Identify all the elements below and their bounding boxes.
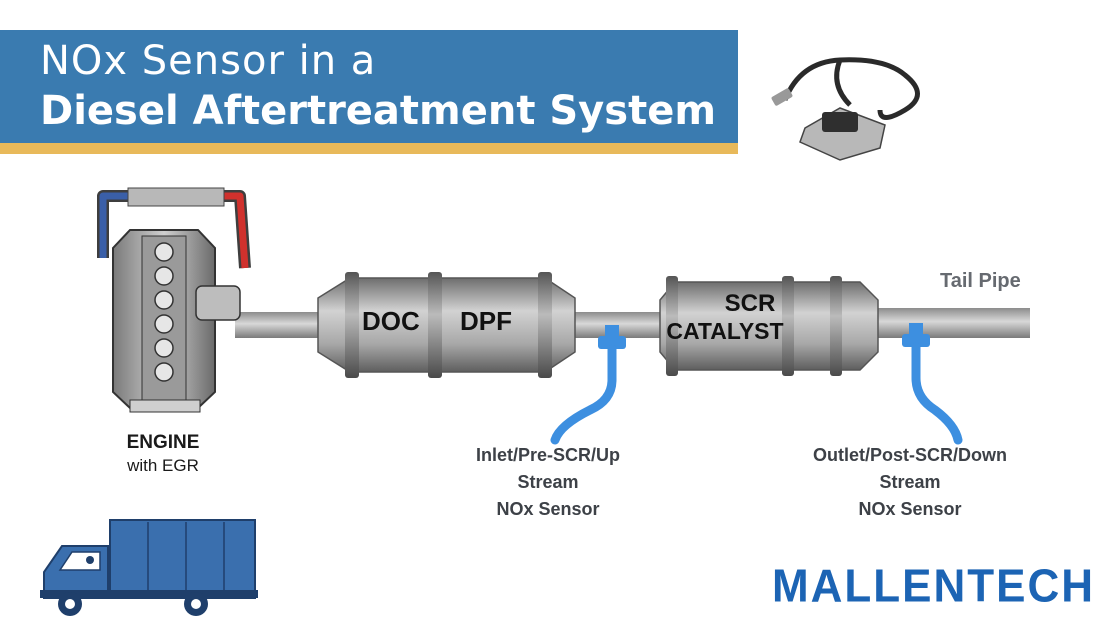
outlet-sensor-line-2: Stream	[879, 472, 941, 492]
scr-label-line-2: CATALYST	[666, 318, 784, 344]
doc-dpf-canister	[317, 272, 576, 378]
title-line-1: NOx Sensor in a	[40, 38, 377, 84]
inlet-sensor-icon	[550, 325, 626, 445]
inlet-sensor-line-1: Inlet/Pre-SCR/Up	[475, 445, 621, 465]
title-stripe	[0, 143, 738, 154]
outlet-sensor-line-3: NOx Sensor	[858, 499, 962, 519]
outlet-sensor-line-1: Outlet/Post-SCR/Down	[813, 445, 1007, 465]
outlet-sensor-icon	[902, 323, 963, 445]
engine-sublabel: with EGR	[127, 456, 199, 475]
pipe-engine-doc	[235, 312, 325, 338]
scr-label-line-1: SCR	[724, 290, 776, 317]
engine-label: ENGINE	[126, 432, 200, 453]
title-banner	[0, 30, 738, 143]
engine-icon	[97, 187, 251, 413]
inlet-sensor-line-2: Stream	[517, 472, 579, 492]
dpf-label: DPF	[460, 306, 512, 336]
tail-pipe	[870, 308, 1030, 338]
outlet-sensor-label: Outlet/Post-SCR/Down Stream NOx Sensor	[795, 442, 1025, 523]
tail-pipe-label: Tail Pipe	[940, 270, 1021, 292]
inlet-sensor-label: Inlet/Pre-SCR/Up Stream NOx Sensor	[448, 442, 648, 523]
scr-canister	[659, 276, 879, 376]
nox-sensor-icon	[771, 57, 920, 161]
title-line-2: Diesel Aftertreatment System	[40, 88, 716, 134]
truck-icon	[40, 519, 258, 616]
doc-label: DOC	[362, 306, 420, 336]
brand-logo: MALLENTECH	[772, 560, 1096, 613]
inlet-sensor-line-3: NOx Sensor	[496, 499, 600, 519]
